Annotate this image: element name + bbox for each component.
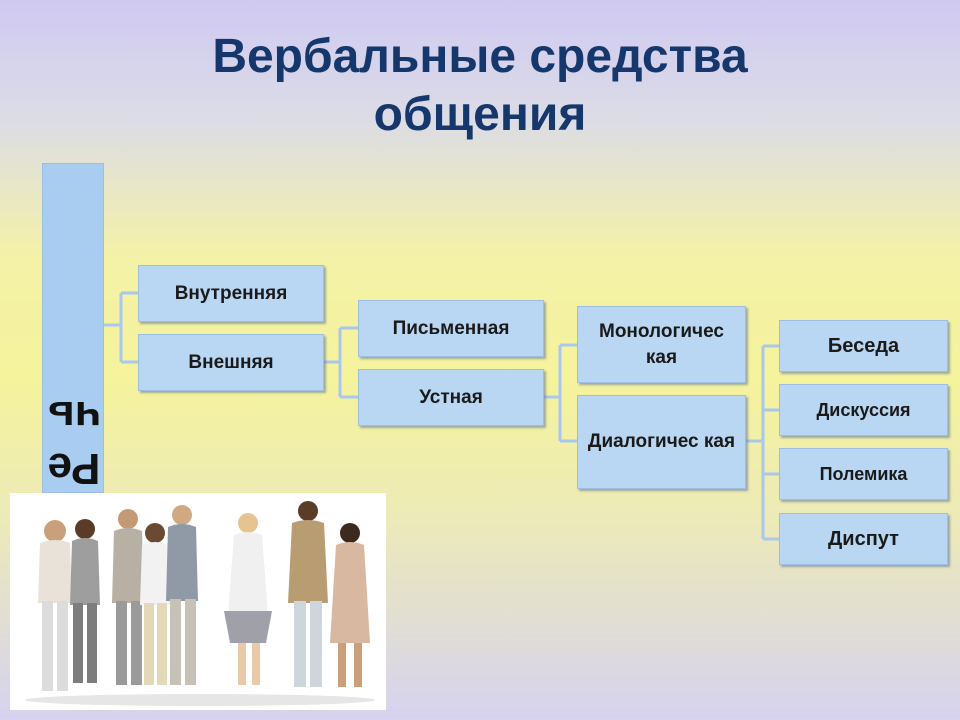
- connector-level3-level4: [745, 344, 779, 541]
- root-label-part2: чь: [47, 392, 101, 441]
- person-2-figure: [70, 519, 100, 683]
- person-3-figure: [112, 509, 144, 685]
- person-7-figure: [288, 501, 328, 687]
- page-title: Вербальные средства общения: [0, 28, 960, 144]
- person-1-figure: [38, 520, 72, 691]
- connector-level1-level2: [323, 326, 358, 399]
- root-box-rech: Ре чь: [42, 163, 104, 493]
- node-oral-speech: Устная: [358, 369, 544, 426]
- node-external-speech: Внешняя: [138, 334, 324, 391]
- node-dialogue: Диалогичес кая: [577, 395, 746, 489]
- people-group-photo: [10, 493, 386, 710]
- title-line-1: Вербальные средства: [212, 30, 748, 83]
- connector-root-level1: [104, 291, 138, 364]
- node-dispute: Диспут: [779, 513, 948, 565]
- root-label: Ре чь: [43, 390, 105, 494]
- person-6-figure: [224, 513, 272, 685]
- person-4-figure: [140, 523, 170, 685]
- node-internal-speech: Внутренняя: [138, 265, 324, 322]
- person-8-figure: [330, 523, 370, 687]
- node-polemic: Полемика: [779, 448, 948, 500]
- person-5-figure: [166, 505, 198, 685]
- root-label-part1: Ре: [47, 444, 101, 493]
- node-conversation: Беседа: [779, 320, 948, 372]
- node-discussion: Дискуссия: [779, 384, 948, 436]
- node-monologue: Монологичес кая: [577, 306, 746, 383]
- node-written-speech: Письменная: [358, 300, 544, 357]
- people-group-icon: [25, 501, 375, 706]
- connector-level2-level3: [543, 343, 577, 443]
- title-line-2: общения: [373, 88, 587, 141]
